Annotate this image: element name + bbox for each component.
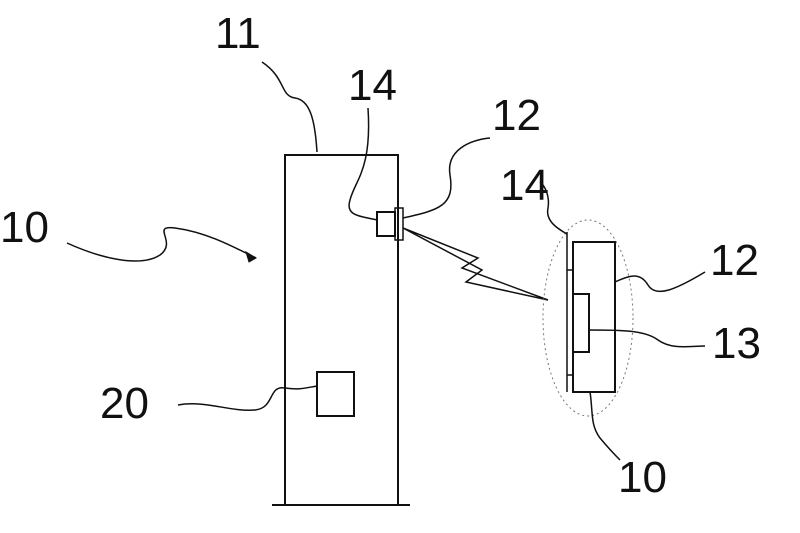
leader-12-top: [402, 137, 491, 219]
detail-module: [572, 241, 616, 393]
leader-13-detail: [588, 329, 706, 348]
leader-20: [177, 385, 318, 411]
detail-component: [572, 293, 590, 353]
label-10-detail: 10: [618, 453, 667, 502]
label-20: 20: [100, 379, 149, 428]
label-14-top: 14: [348, 61, 397, 110]
leader-10-left: [66, 226, 257, 262]
leader-14-top: [348, 107, 378, 221]
panel-box: [316, 371, 355, 417]
label-13-detail: 13: [712, 319, 761, 368]
wireless-arrow: [402, 227, 549, 301]
label-14-detail: 14: [500, 161, 549, 210]
label-10-left: 10: [0, 203, 49, 252]
cabinet-body: [284, 154, 399, 506]
leader-10-arrowhead: [245, 250, 257, 263]
emitter-module: [394, 207, 404, 241]
leader-10-detail: [589, 391, 621, 461]
label-11: 11: [215, 9, 261, 58]
label-12-detail: 12: [710, 236, 759, 285]
leader-11: [261, 61, 318, 153]
sensor-square: [376, 211, 396, 237]
detail-ellipse: [542, 219, 634, 417]
leader-12-detail: [614, 271, 706, 293]
label-12-top: 12: [492, 91, 541, 140]
leader-14-detail: [539, 181, 568, 235]
